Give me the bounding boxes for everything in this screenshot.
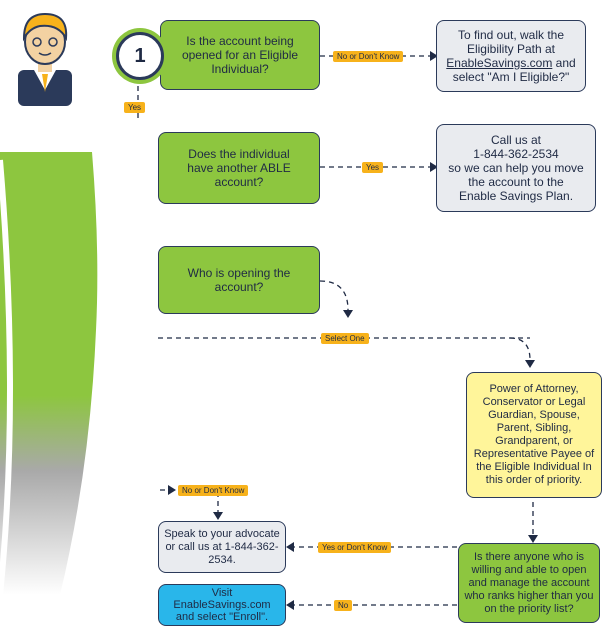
no-label: No: [334, 600, 353, 611]
call-us-line1: Call us at: [490, 133, 542, 147]
question-another-able-account: Does the individual have another ABLE ac…: [158, 132, 320, 204]
speak-to-advocate-box: Speak to your advocate or call us at 1-8…: [158, 521, 286, 573]
green-arc-shape: [0, 152, 98, 595]
yes-or-dont-know-label: Yes or Don't Know: [318, 542, 392, 553]
eligibility-line1: To find out, walk the: [457, 28, 565, 42]
visit-line1: Visit: [211, 587, 233, 599]
yes-label-2: Yes: [362, 162, 384, 173]
question-who-is-opening-text: Who is opening the account?: [187, 266, 291, 294]
no-or-dont-know-label: No or Don't Know: [333, 51, 404, 62]
yes-label: Yes: [124, 102, 146, 113]
priority-roles-box: Power of Attorney, Conservator or Legal …: [466, 372, 602, 498]
question-who-is-opening: Who is opening the account?: [158, 246, 320, 314]
question-anyone-higher-priority: Is there anyone who is willing and able …: [458, 543, 600, 623]
call-us-line5: Enable Savings Plan.: [458, 189, 574, 203]
question-another-able-account-text: Does the individual have another ABLE ac…: [187, 147, 291, 189]
eligibility-line4: select "Am I Eligible?": [452, 70, 570, 84]
visit-line2: EnableSavings.com: [173, 599, 271, 611]
speak-to-advocate-text: Speak to your advocate or call us at 1-8…: [164, 527, 280, 566]
question-anyone-higher-priority-text: Is there anyone who is willing and able …: [464, 550, 594, 615]
eligibility-line2: Eligibility Path at: [466, 42, 556, 56]
step-number-circle: 1: [116, 32, 164, 80]
call-us-box: Call us at 1-844-362-2534 so we can help…: [436, 124, 596, 212]
priority-roles-text: Power of Attorney, Conservator or Legal …: [473, 383, 595, 486]
call-us-line3: so we can help you move: [448, 161, 584, 175]
visit-line3: and select "Enroll".: [175, 611, 269, 623]
visit-enroll-box[interactable]: Visit EnableSavings.com and select "Enro…: [158, 584, 286, 626]
question-eligible-individual: Is the account being opened for an Eligi…: [160, 20, 320, 90]
no-or-dont-know-label-2: No or Don't Know: [178, 485, 249, 496]
enablesavings-link[interactable]: EnableSavings.com: [446, 56, 553, 70]
question-eligible-individual-text: Is the account being opened for an Eligi…: [181, 34, 299, 76]
eligibility-path-box: To find out, walk the Eligibility Path a…: [436, 20, 586, 92]
eligibility-and: and: [552, 56, 576, 70]
select-one-label: Select One: [321, 333, 369, 344]
step-number: 1: [134, 44, 146, 67]
call-us-phone: 1-844-362-2534: [473, 147, 559, 161]
person-avatar-icon: [10, 8, 80, 106]
call-us-line4: the account to the: [468, 175, 564, 189]
